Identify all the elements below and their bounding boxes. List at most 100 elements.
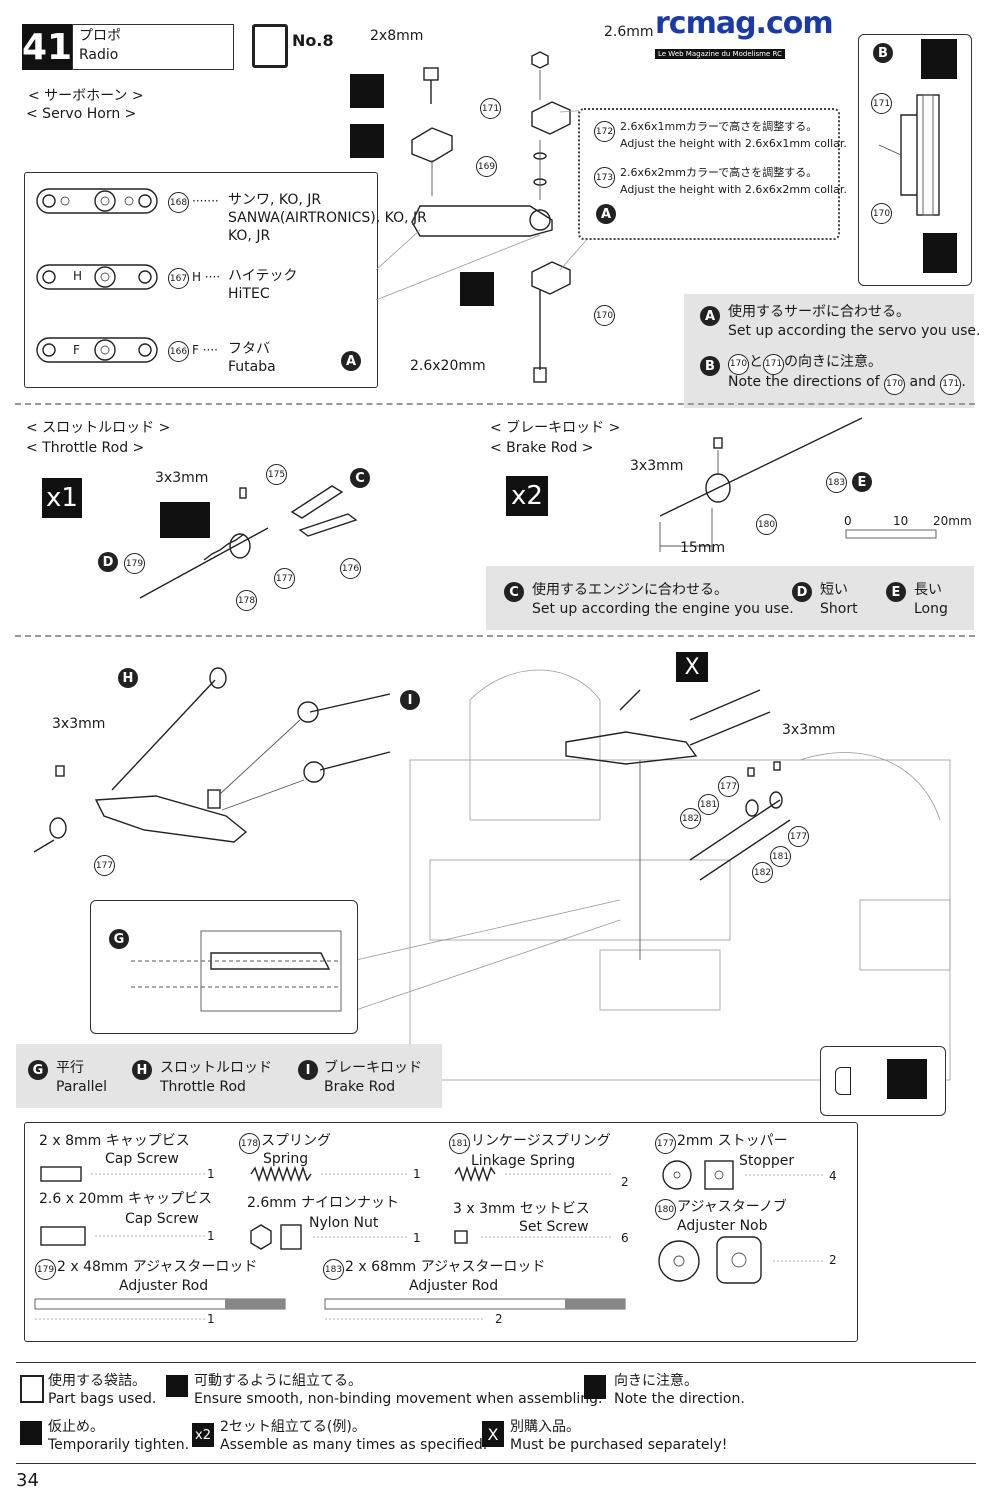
part-qty: 2 xyxy=(621,1175,629,1189)
legend-box: 使用する袋詰。 Part bags used. 可動するように組立てる。 Ens… xyxy=(16,1362,976,1464)
marker-a: A xyxy=(341,351,361,371)
brake-title-jp: < ブレーキロッド > xyxy=(490,420,621,436)
legend-jp: 使用する袋詰。 xyxy=(48,1373,146,1389)
legend-jp: 2セット組立てる(例)。 xyxy=(220,1419,366,1435)
brake-title-en: < Brake Rod > xyxy=(490,440,594,456)
scale-label: 20mm xyxy=(933,514,972,528)
note-g-jp: 平行 xyxy=(56,1060,84,1076)
servo-assembly-drawing xyxy=(375,51,591,383)
page-number: 34 xyxy=(16,1470,39,1491)
horn-sanwa-en: SANWA(AIRTRONICS), KO, JR xyxy=(228,210,427,226)
brake-length-label: 15mm xyxy=(680,540,726,556)
part-number: 171 xyxy=(763,354,784,375)
parts-list-box: 2 x 8mm キャップビス Cap Screw 1 2.6 x 20mm キャ… xyxy=(24,1122,858,1342)
part-en: Adjuster Rod xyxy=(119,1278,209,1294)
part-number: 168 xyxy=(168,192,189,213)
part-number: 171 xyxy=(871,93,892,114)
scale-label: 10 xyxy=(893,514,909,528)
step-title-en: Radio xyxy=(79,47,119,63)
collar-1-en: Adjust the height with 2.6x6x1mm collar. xyxy=(620,137,847,150)
legend-en: Part bags used. xyxy=(48,1391,157,1407)
part-jp: 3 x 3mm セットビス xyxy=(453,1201,590,1217)
part-en: Cap Screw xyxy=(125,1211,199,1227)
notes-bottom-panel: G 平行 Parallel H スロットルロッド Throttle Rod I … xyxy=(16,1044,442,1108)
horn-dots: ······· xyxy=(192,194,219,208)
install-screw-left: 3x3mm xyxy=(52,716,106,732)
direction-icon xyxy=(923,233,957,273)
horn-futaba-letter: F xyxy=(73,343,80,357)
part-jp: スプリング xyxy=(261,1133,331,1149)
marker-c: C xyxy=(504,582,524,602)
part-qty: 1 xyxy=(207,1167,215,1181)
note-g-en: Parallel xyxy=(56,1079,108,1095)
part-qty: 1 xyxy=(413,1167,421,1181)
horn-sanwa-shape xyxy=(36,188,158,214)
part-jp: 2.6 x 20mm キャップビス xyxy=(39,1191,212,1207)
part-number: 177 xyxy=(718,776,739,797)
install-screw-right: 3x3mm xyxy=(782,722,836,738)
direction-icon xyxy=(350,124,384,158)
part-qty: 4 xyxy=(829,1169,837,1183)
part-jp: 2 x 8mm キャップビス xyxy=(39,1133,190,1149)
horn-hitec-en: HiTEC xyxy=(228,286,270,302)
part-number: 171 xyxy=(940,374,962,395)
part-number: 170 xyxy=(594,305,615,326)
part-number: 183 xyxy=(826,472,847,493)
part-number: 178 xyxy=(239,1133,260,1154)
part-qty: 2 xyxy=(829,1253,837,1267)
direction-inset-box xyxy=(820,1046,946,1116)
part-number: 181 xyxy=(698,794,719,815)
part-number: 180 xyxy=(756,514,777,535)
marker-h: H xyxy=(118,668,138,688)
marker-a: A xyxy=(700,306,720,326)
part-en: Stopper xyxy=(739,1153,795,1169)
bag-number: No.8 xyxy=(292,31,334,50)
part-number: 183 xyxy=(323,1259,344,1280)
horn-hitec-letter: H xyxy=(73,269,83,283)
note-c-jp: 使用するエンジンに合わせる。 xyxy=(532,582,728,598)
horn-dots: H ···· xyxy=(192,270,221,284)
part-number: 175 xyxy=(266,464,287,485)
collar-1-jp: 2.6x6x1mmカラーで高さを調整する。 xyxy=(620,120,818,133)
direction-icon xyxy=(887,1059,927,1099)
brand-logo: rcmag.com Le Web Magazine du Modelisme R… xyxy=(655,6,855,59)
part-number: 177 xyxy=(274,568,295,589)
marker-d: D xyxy=(792,582,812,602)
horn-hitec-jp: ハイテック xyxy=(228,268,298,284)
part-number: 170 xyxy=(728,354,749,375)
servo-horn-title-en: < Servo Horn > xyxy=(26,106,137,122)
section-divider xyxy=(15,403,975,405)
parts-drawings xyxy=(34,1160,825,1320)
smooth-movement-icon xyxy=(166,1375,188,1397)
part-qty: 1 xyxy=(207,1229,215,1243)
horn-futaba-shape xyxy=(36,337,158,363)
screw-label-2x8: 2x8mm xyxy=(370,28,424,44)
part-number: 177 xyxy=(655,1133,676,1154)
note-i-en: Brake Rod xyxy=(324,1079,396,1095)
throttle-title-en: < Throttle Rod > xyxy=(26,440,145,456)
part-number: 182 xyxy=(752,862,773,883)
notes-top-panel: A 使用するサーボに合わせる。 Set up according the ser… xyxy=(684,294,980,408)
multiplier-icon: x2 xyxy=(506,476,548,516)
direction-detail-box: B 171 170 xyxy=(858,34,972,286)
collar-note-box: 172 2.6x6x1mmカラーで高さを調整する。 Adjust the hei… xyxy=(578,108,847,240)
part-number: 166 xyxy=(168,341,189,362)
part-en: Cap Screw xyxy=(105,1151,179,1167)
brake-screw-label: 3x3mm xyxy=(630,458,684,474)
multiplier-icon: x2 xyxy=(192,1423,214,1447)
part-number: 173 xyxy=(594,167,615,188)
part-qty: 1 xyxy=(413,1231,421,1245)
marker-i: I xyxy=(298,1060,318,1080)
marker-g: G xyxy=(28,1060,48,1080)
marker-e: E xyxy=(886,582,906,602)
throttle-rod-drawing xyxy=(139,417,937,599)
section-divider xyxy=(15,635,975,637)
part-number: 170 xyxy=(884,374,906,395)
direction-icon xyxy=(584,1375,606,1399)
part-en: Spring xyxy=(263,1151,309,1167)
part-number: 182 xyxy=(680,808,701,829)
part-number: 179 xyxy=(124,553,145,574)
note-d-en: Short xyxy=(820,601,858,617)
legend-en: Assemble as many times as specified. xyxy=(220,1437,488,1453)
